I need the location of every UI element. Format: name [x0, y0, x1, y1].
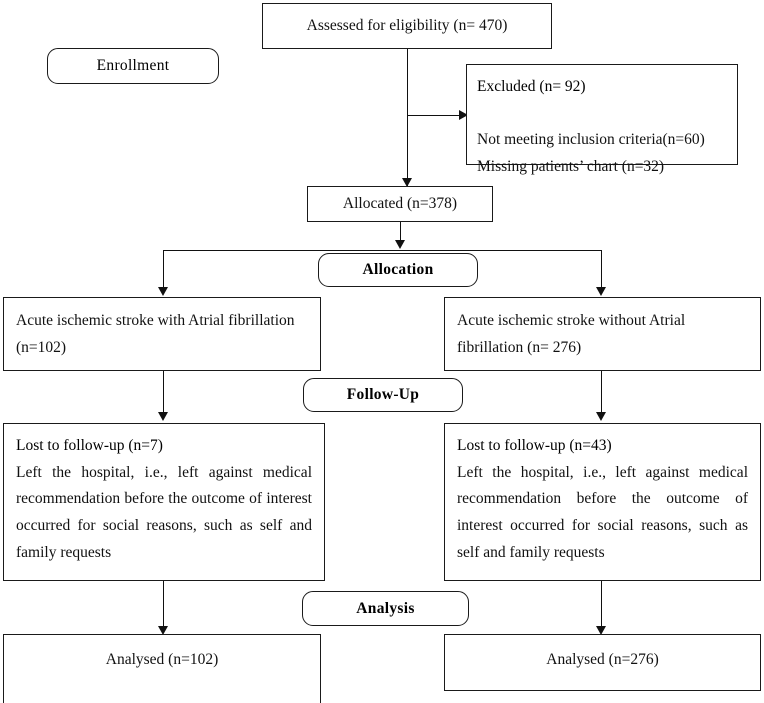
- connector-lost-right-to-analysed-right: [601, 581, 602, 630]
- node-allocated: Allocated (n=378): [307, 186, 493, 222]
- connector-assessed-to-excluded: [407, 115, 462, 116]
- node-analysed-left-label: Analysed (n=102): [105, 651, 219, 668]
- node-arm-left: Acute ischemic stroke with Atrial fibril…: [3, 297, 321, 371]
- stage-label-enrollment: Enrollment: [47, 48, 219, 84]
- arrowhead-analysed-right: [596, 626, 606, 635]
- node-lost-right: Lost to follow-up (n=43) Left the hospit…: [444, 423, 761, 581]
- node-analysed-right-label: Analysed (n=276): [546, 651, 659, 668]
- connector-arm-left-to-lost-left: [163, 371, 164, 416]
- arrowhead-lost-left: [158, 412, 168, 421]
- connector-allocation-split-bar: [163, 250, 602, 251]
- node-excluded-reasons: Not meeting inclusion criteria(n=60) Mis…: [477, 131, 705, 175]
- connector-allocated-to-split: [400, 222, 401, 246]
- stage-label-followup-text: Follow-Up: [346, 386, 420, 403]
- connector-arm-right-to-lost-right: [601, 371, 602, 416]
- node-arm-right-label: Acute ischemic stroke without Atrial fib…: [457, 312, 686, 356]
- node-excluded: Excluded (n= 92) Not meeting inclusion c…: [466, 64, 738, 175]
- connector-split-right-drop: [601, 250, 602, 292]
- node-arm-right: Acute ischemic stroke without Atrial fib…: [444, 297, 761, 371]
- arrowhead-to-allocated: [402, 178, 412, 187]
- node-excluded-spacer: [477, 101, 727, 128]
- stage-label-analysis-text: Analysis: [356, 599, 415, 617]
- node-analysed-right: Analysed (n=276): [444, 634, 761, 691]
- node-assessed-label: Assessed for eligibility (n= 470): [306, 16, 508, 34]
- node-lost-left-heading: Lost to follow-up (n=7): [16, 437, 163, 454]
- arrowhead-allocated-split: [395, 240, 405, 249]
- stage-label-enrollment-text: Enrollment: [96, 57, 170, 74]
- stage-label-allocation-text: Allocation: [362, 261, 434, 278]
- stage-label-allocation: Allocation: [318, 253, 478, 287]
- arrowhead-arm-left: [158, 287, 168, 296]
- connector-lost-left-to-analysed-left: [163, 581, 164, 630]
- node-excluded-heading: Excluded (n= 92): [477, 78, 586, 95]
- stage-label-followup: Follow-Up: [303, 378, 463, 412]
- node-allocated-label: Allocated (n=378): [342, 194, 458, 212]
- arrowhead-to-excluded: [459, 110, 468, 120]
- node-lost-right-body: Left the hospital, i.e., left against me…: [457, 463, 748, 561]
- node-lost-left-body: Left the hospital, i.e., left against me…: [16, 463, 312, 561]
- node-arm-left-label: Acute ischemic stroke with Atrial fibril…: [16, 312, 295, 356]
- stage-label-analysis: Analysis: [302, 591, 469, 626]
- connector-split-left-drop: [163, 250, 164, 292]
- arrowhead-lost-right: [596, 412, 606, 421]
- node-assessed-for-eligibility: Assessed for eligibility (n= 470): [262, 3, 552, 49]
- node-lost-left: Lost to follow-up (n=7) Left the hospita…: [3, 423, 325, 581]
- node-lost-right-heading: Lost to follow-up (n=43): [457, 437, 612, 454]
- node-analysed-left: Analysed (n=102): [3, 634, 321, 703]
- arrowhead-arm-right: [596, 287, 606, 296]
- connector-assessed-to-allocated: [407, 49, 408, 186]
- arrowhead-analysed-left: [158, 626, 168, 635]
